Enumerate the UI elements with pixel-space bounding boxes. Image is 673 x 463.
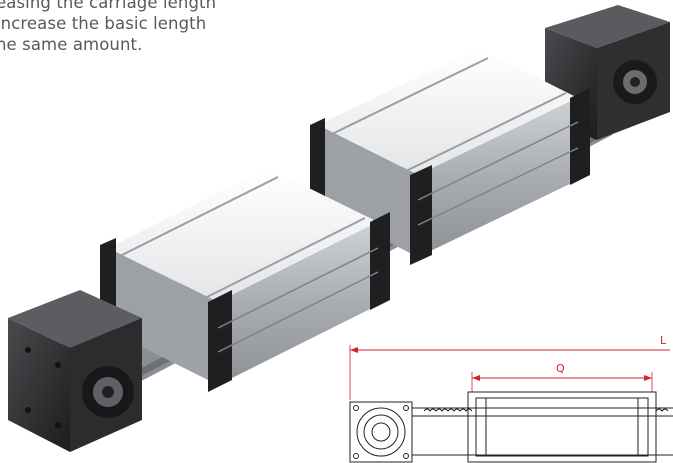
carriage-rear [310, 48, 590, 265]
end-block-front [8, 290, 142, 452]
drawing-outline [349, 391, 673, 463]
caption-line-3: he same amount. [0, 35, 143, 54]
caption-text: easing the carriage length increase the … [0, 0, 296, 55]
carriage-front [100, 168, 390, 392]
caption-line-2: increase the basic length [0, 14, 207, 33]
dimension-label-q: Q [556, 362, 565, 375]
caption-line-1: easing the carriage length [0, 0, 217, 12]
dimension-label-l: L [660, 334, 667, 347]
